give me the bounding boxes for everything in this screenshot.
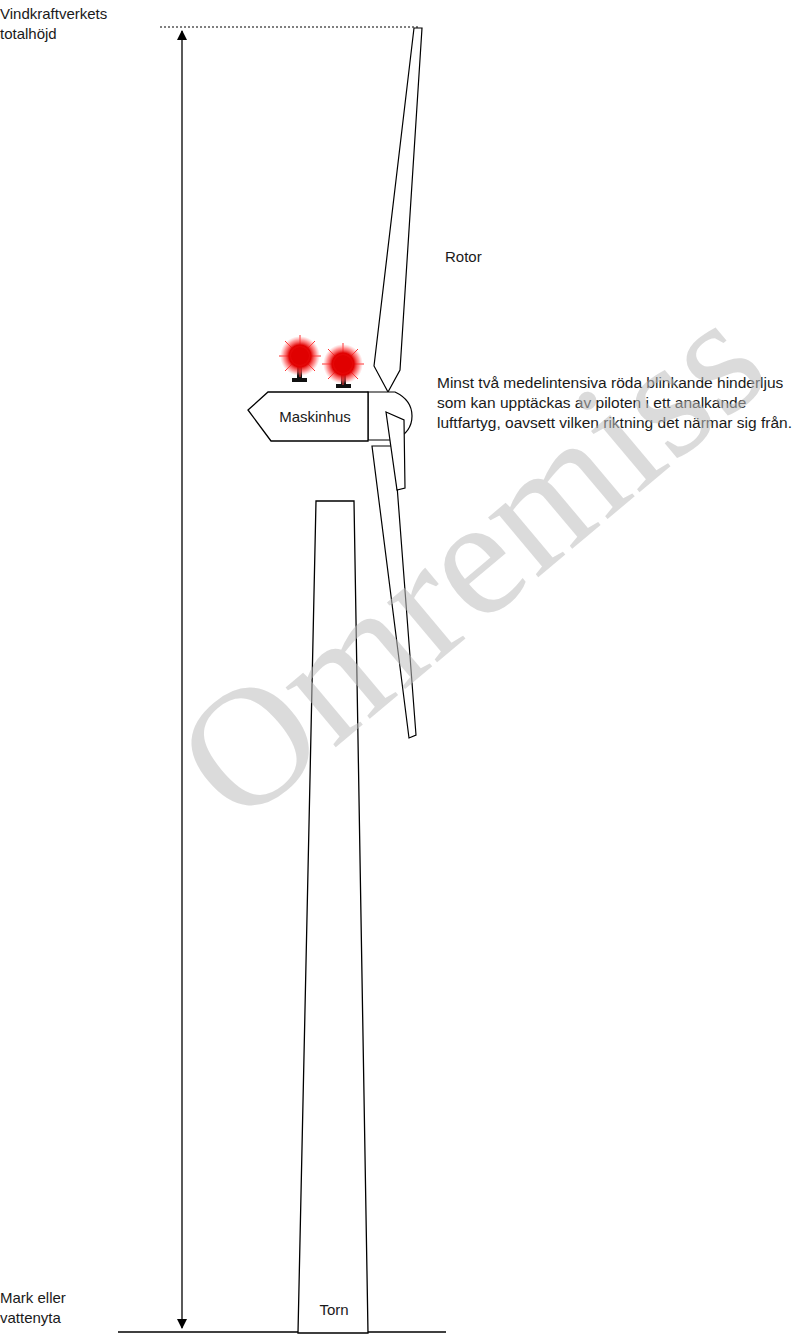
node-label: Maskinhus <box>279 408 351 426</box>
rotor-blade <box>374 28 422 392</box>
rotor-blade <box>386 412 405 490</box>
outline <box>296 500 370 1334</box>
height-reference-line <box>160 27 420 28</box>
note: Minst två medelintensiva röda blinkande … <box>437 373 795 433</box>
height-dimension-arrow <box>181 31 182 1328</box>
watermark: Omremiss <box>140 261 800 860</box>
rotor-blade <box>372 446 416 738</box>
obstacle-light <box>279 335 321 382</box>
tower-shape: Torn <box>296 500 370 1334</box>
nacelle-shape: Maskinhus <box>247 391 369 442</box>
ground-line <box>118 1331 446 1333</box>
obstacle-light <box>322 343 364 388</box>
ground-label: Mark eller vattenyta <box>0 1288 110 1327</box>
node-label: Torn <box>319 1301 348 1319</box>
dimension-label: Vindkraftverkets totalhöjd <box>0 4 150 43</box>
part-name: Rotor <box>445 247 565 267</box>
